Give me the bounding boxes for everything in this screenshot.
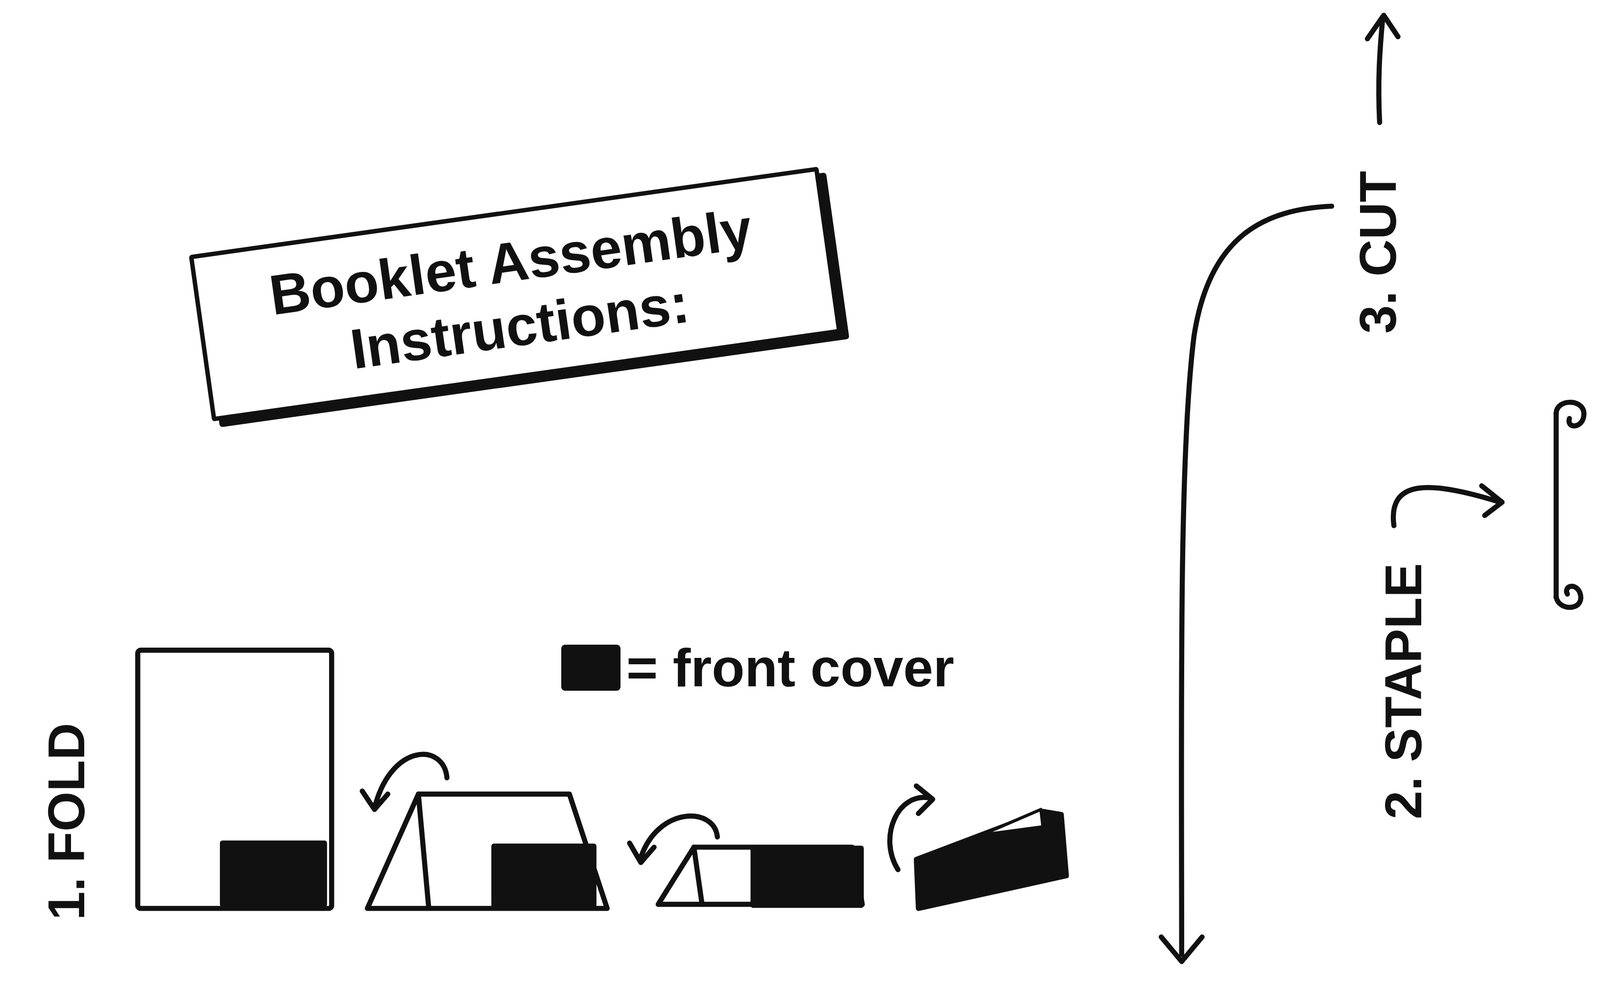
fold-step-flat-sheet <box>137 649 332 908</box>
cut-line <box>1161 15 1398 961</box>
title-text: Booklet Assembly Instructions: <box>219 189 811 399</box>
fold-step-finished <box>889 785 1067 908</box>
step-label: 2. STAPLE <box>1377 562 1430 819</box>
title-box: Booklet Assembly Instructions: <box>188 166 842 422</box>
fold-step-second-fold <box>629 815 863 906</box>
fold-step-first-fold <box>362 754 608 908</box>
legend-swatch <box>561 644 621 691</box>
legend-text: = front cover <box>626 640 955 695</box>
step-label: 3. CUT <box>1352 170 1404 335</box>
step-label: 1. FOLD <box>40 722 93 921</box>
legend-row: = front cover <box>561 640 955 695</box>
